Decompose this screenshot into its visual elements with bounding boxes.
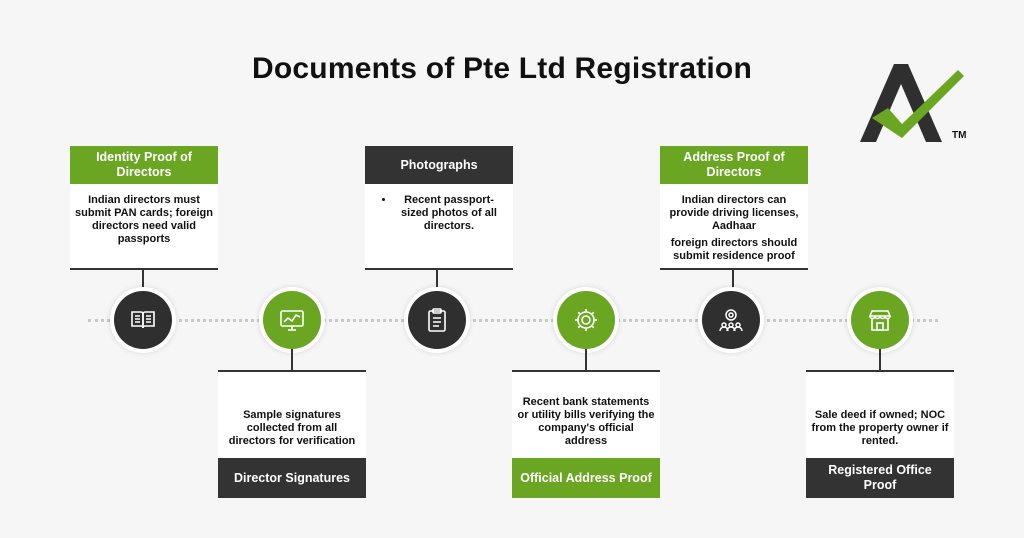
book-icon: [131, 311, 155, 329]
card-heading: Photographs: [365, 146, 513, 184]
connector-line: [585, 349, 587, 370]
card-text: foreign directors should submit residenc…: [670, 237, 798, 262]
chart-monitor-icon: [280, 310, 304, 331]
card-address-proof-directors: Address Proof of Directors Indian direct…: [660, 146, 808, 270]
logo: TM: [858, 62, 970, 146]
node-official-address: [557, 291, 615, 349]
connector-line: [732, 270, 734, 290]
connector-line: [291, 349, 293, 370]
card-bullet: Recent passport-sized photos of all dire…: [395, 194, 503, 233]
card-text: Indian directors must submit PAN cards; …: [75, 194, 213, 245]
card-photographs: Photographs Recent passport-sized photos…: [365, 146, 513, 270]
card-director-signatures: Sample signatures collected from all dir…: [218, 370, 366, 498]
card-identity-proof: Identity Proof of Directors Indian direc…: [70, 146, 218, 270]
logo-mark-icon: [860, 64, 964, 142]
card-heading: Registered Office Proof: [806, 458, 954, 498]
card-text: Sample signatures collected from all dir…: [228, 409, 356, 447]
card-text: Recent bank statements or utility bills …: [517, 396, 655, 447]
trademark-label: TM: [952, 130, 967, 141]
card-text: Sale deed if owned; NOC from the propert…: [811, 409, 949, 447]
gear-icon: [575, 309, 597, 331]
node-photographs: [408, 291, 466, 349]
connector-line: [879, 349, 881, 370]
card-official-address-proof: Recent bank statements or utility bills …: [512, 370, 660, 498]
card-text: Indian directors can provide driving lic…: [669, 194, 799, 232]
storefront-icon: [868, 310, 892, 331]
timeline-dotted-line: [88, 319, 938, 322]
node-address-directors: [702, 291, 760, 349]
page-title: Documents of Pte Ltd Registration: [252, 52, 752, 85]
node-signatures: [263, 291, 321, 349]
connector-line: [142, 270, 144, 290]
card-heading: Director Signatures: [218, 458, 366, 498]
node-registered-office: [851, 291, 909, 349]
card-heading: Identity Proof of Directors: [70, 146, 218, 184]
clipboard-icon: [428, 308, 446, 332]
team-gear-icon: [719, 309, 743, 332]
card-registered-office-proof: Sale deed if owned; NOC from the propert…: [806, 370, 954, 498]
card-heading: Official Address Proof: [512, 458, 660, 498]
card-heading: Address Proof of Directors: [660, 146, 808, 184]
node-identity: [114, 291, 172, 349]
connector-line: [436, 270, 438, 290]
